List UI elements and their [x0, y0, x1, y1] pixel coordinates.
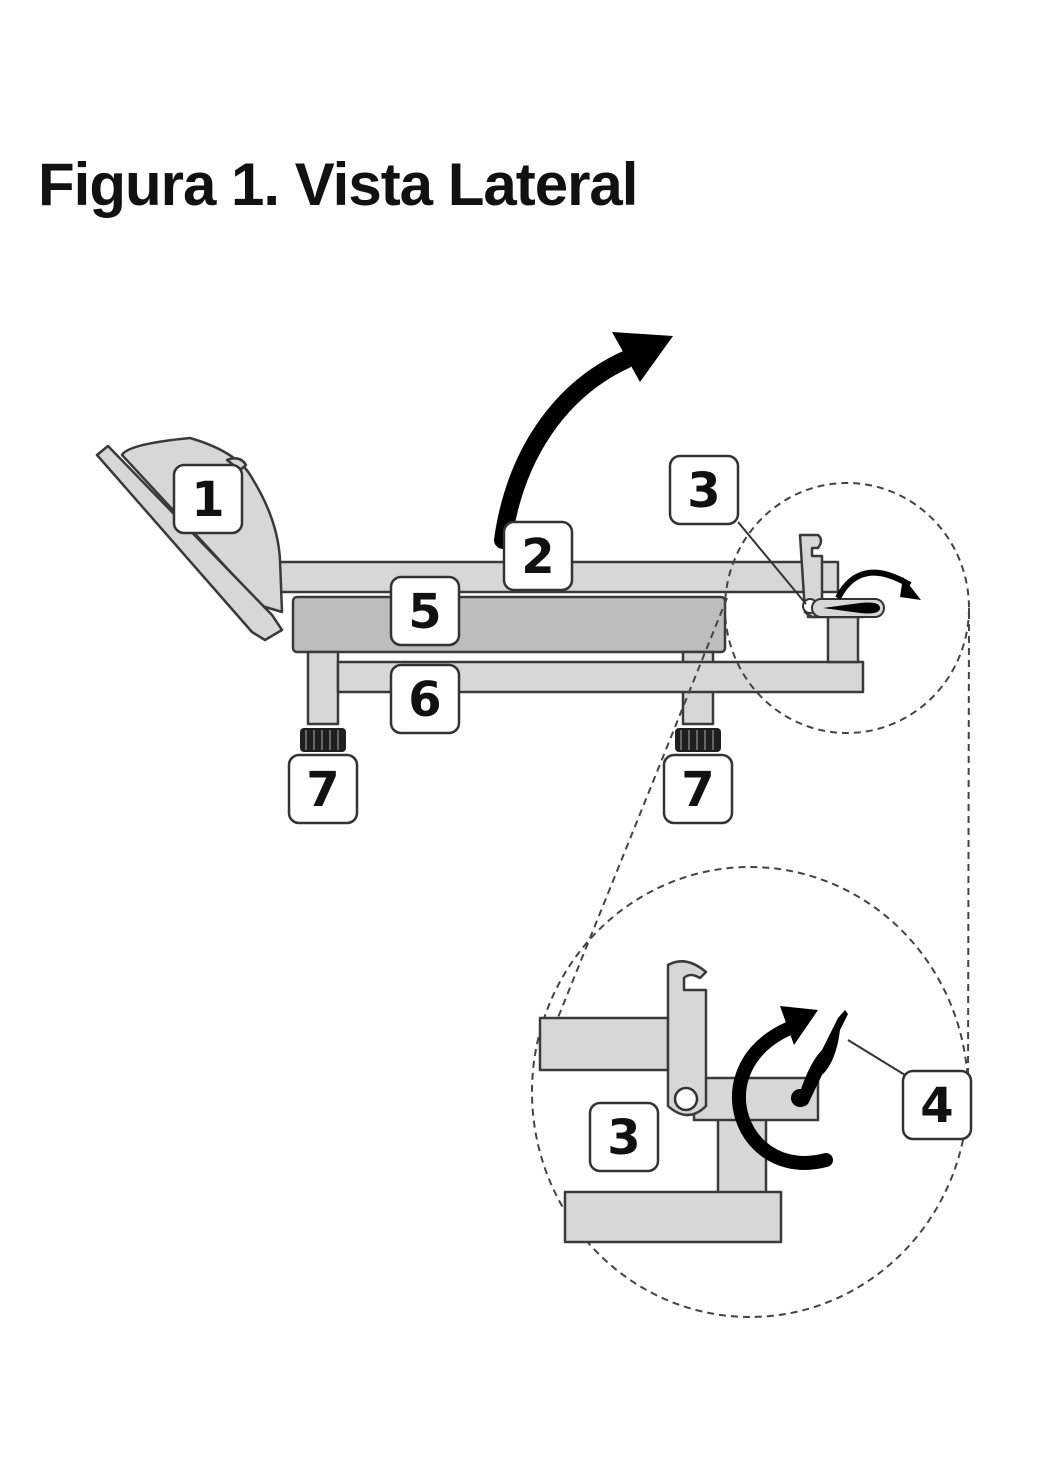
detail-top-rail: [538, 1016, 670, 1072]
end-post: [826, 610, 860, 664]
svg-text:3: 3: [687, 463, 720, 519]
svg-text:4: 4: [920, 1078, 953, 1134]
callout-7-left: 7: [287, 753, 359, 825]
callout-5: 5: [389, 575, 461, 647]
callout-6: 6: [389, 663, 461, 735]
svg-text:5: 5: [408, 584, 441, 640]
svg-text:7: 7: [306, 762, 339, 818]
lift-arrow: [494, 332, 673, 549]
detail-rotate-arrow: [731, 1006, 833, 1170]
svg-text:1: 1: [191, 472, 224, 528]
callout-3-main: 3: [668, 454, 740, 526]
svg-text:6: 6: [408, 672, 441, 728]
leader-4: [847, 1039, 906, 1076]
svg-text:3: 3: [607, 1110, 640, 1166]
callout-2: 2: [502, 520, 574, 592]
callout-1: 1: [172, 463, 244, 535]
detail-base-rail: [563, 1190, 783, 1244]
svg-text:7: 7: [681, 762, 714, 818]
figure-title: Figura 1. Vista Lateral: [38, 151, 638, 218]
left-foot: [300, 728, 346, 752]
leader-3: [737, 521, 807, 605]
cushion: [291, 595, 727, 654]
callout-4: 4: [901, 1069, 973, 1141]
magnify-source-circle: [724, 482, 970, 734]
callout-3-detail: 3: [588, 1101, 660, 1173]
detail-latch-hook: [666, 960, 708, 1117]
callout-7-right: 7: [662, 753, 734, 825]
detail-lever: [791, 1010, 848, 1107]
detail-view: [538, 960, 906, 1244]
right-foot: [675, 728, 721, 752]
small-rotate-arrow: [835, 569, 921, 600]
left-leg: [306, 650, 340, 726]
release-lever: [811, 598, 885, 618]
svg-text:2: 2: [521, 529, 554, 585]
